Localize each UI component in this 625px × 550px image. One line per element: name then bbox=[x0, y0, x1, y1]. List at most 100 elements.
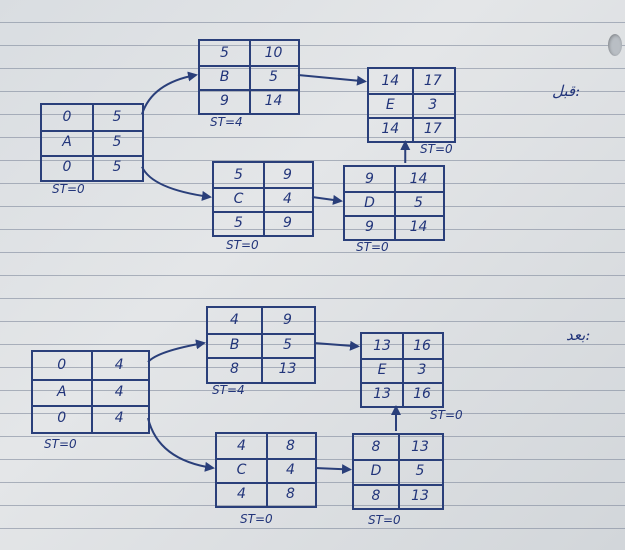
node-cell: 4 bbox=[230, 312, 239, 328]
node-cell: 8 bbox=[230, 361, 239, 378]
node-cell: 5 bbox=[415, 463, 425, 480]
edge-arrow-c-d bbox=[311, 194, 343, 205]
node-cell: 9 bbox=[365, 171, 374, 187]
edge-arrow-a-c bbox=[141, 166, 212, 201]
grid-line bbox=[249, 41, 251, 113]
slack-time-label: ST=0 bbox=[52, 182, 85, 196]
grid-line bbox=[90, 352, 93, 432]
node-cell: 9 bbox=[283, 312, 292, 328]
node-cell: 8 bbox=[371, 439, 381, 455]
node-cell: 4 bbox=[237, 438, 246, 454]
node-cell: 5 bbox=[269, 69, 278, 85]
node-cell: 9 bbox=[283, 167, 292, 183]
node-cell: 17 bbox=[423, 121, 442, 137]
node-cell: E bbox=[377, 362, 387, 378]
node-cell: 17 bbox=[423, 73, 442, 89]
node-cell: 14 bbox=[264, 93, 283, 109]
node-cell: D bbox=[364, 195, 375, 211]
node-cell: 8 bbox=[286, 438, 295, 454]
node-cell: 9 bbox=[220, 93, 229, 109]
node-cell: 10 bbox=[264, 45, 283, 61]
node-cell: 9 bbox=[365, 219, 374, 235]
node-cell: 13 bbox=[373, 338, 391, 354]
node-cell: C bbox=[233, 191, 244, 207]
node-cell: 5 bbox=[234, 215, 243, 231]
binder-hole bbox=[608, 34, 622, 56]
slack-time-label: ST=4 bbox=[210, 115, 243, 129]
slack-time-label: ST=0 bbox=[368, 513, 401, 527]
node-cell: 4 bbox=[283, 191, 292, 207]
node-cell: 5 bbox=[234, 167, 243, 183]
node-cell: 13 bbox=[411, 439, 429, 455]
edge-arrow-c-d bbox=[314, 464, 352, 475]
node-cell: 0 bbox=[57, 410, 67, 427]
node-cell: E bbox=[385, 97, 395, 113]
slack-time-label: ST=0 bbox=[430, 408, 463, 422]
section-label-2: بعد: bbox=[566, 326, 591, 344]
node-cell: B bbox=[229, 336, 240, 353]
node-cell: D bbox=[370, 463, 382, 480]
node-cell: 4 bbox=[237, 486, 246, 502]
node-cell: 9 bbox=[283, 215, 292, 231]
node-cell: 13 bbox=[278, 361, 297, 378]
slack-time-label: ST=4 bbox=[212, 383, 245, 397]
grid-line bbox=[263, 163, 265, 235]
slack-time-label: ST=0 bbox=[240, 512, 273, 526]
node-cell: 14 bbox=[409, 171, 428, 187]
node-cell: 4 bbox=[114, 383, 124, 400]
slack-time-label: ST=0 bbox=[356, 240, 389, 254]
node-cell: 0 bbox=[57, 357, 67, 373]
node-cell: 13 bbox=[411, 487, 429, 504]
node-cell: 16 bbox=[413, 338, 431, 354]
node-cell: 14 bbox=[381, 73, 400, 89]
node-cell: 5 bbox=[112, 109, 122, 125]
node-cell: 14 bbox=[409, 219, 428, 235]
grid-line bbox=[261, 308, 263, 382]
node-cell: 4 bbox=[114, 357, 124, 373]
grid-line bbox=[92, 105, 94, 180]
node-cell: 5 bbox=[414, 195, 423, 211]
edge-arrow-a-b bbox=[147, 339, 206, 363]
node-cell: 4 bbox=[286, 462, 295, 478]
node-cell: 5 bbox=[112, 134, 122, 150]
node-cell: 5 bbox=[112, 159, 122, 175]
section-label-1: قبل: bbox=[552, 82, 581, 100]
node-cell: 3 bbox=[417, 362, 427, 378]
grid-line bbox=[398, 435, 400, 508]
node-cell: 0 bbox=[62, 159, 72, 175]
edge-arrow-b-e bbox=[313, 340, 360, 351]
edge-arrow-a-b bbox=[141, 71, 198, 115]
grid-line bbox=[411, 69, 414, 141]
node-cell: 3 bbox=[428, 97, 438, 113]
edge-arrow-a-c bbox=[147, 417, 215, 472]
node-cell: A bbox=[62, 134, 72, 150]
node-cell: 14 bbox=[381, 121, 400, 137]
node-cell: A bbox=[56, 383, 67, 400]
node-cell: 16 bbox=[413, 386, 431, 402]
node-cell: 0 bbox=[62, 109, 72, 125]
grid-line bbox=[266, 434, 268, 506]
node-cell: 8 bbox=[286, 486, 295, 502]
edge-arrow-b-e bbox=[297, 74, 367, 86]
grid-line bbox=[394, 167, 396, 239]
node-cell: B bbox=[219, 69, 230, 85]
node-cell: 5 bbox=[220, 45, 229, 61]
node-cell: 4 bbox=[114, 410, 124, 427]
slack-time-label: ST=0 bbox=[420, 142, 453, 156]
slack-time-label: ST=0 bbox=[44, 437, 77, 451]
node-cell: 8 bbox=[371, 487, 381, 504]
grid-line bbox=[402, 334, 404, 406]
node-cell: 5 bbox=[283, 336, 292, 353]
node-cell: C bbox=[236, 462, 247, 478]
node-cell: 13 bbox=[373, 386, 391, 402]
slack-time-label: ST=0 bbox=[226, 238, 259, 252]
